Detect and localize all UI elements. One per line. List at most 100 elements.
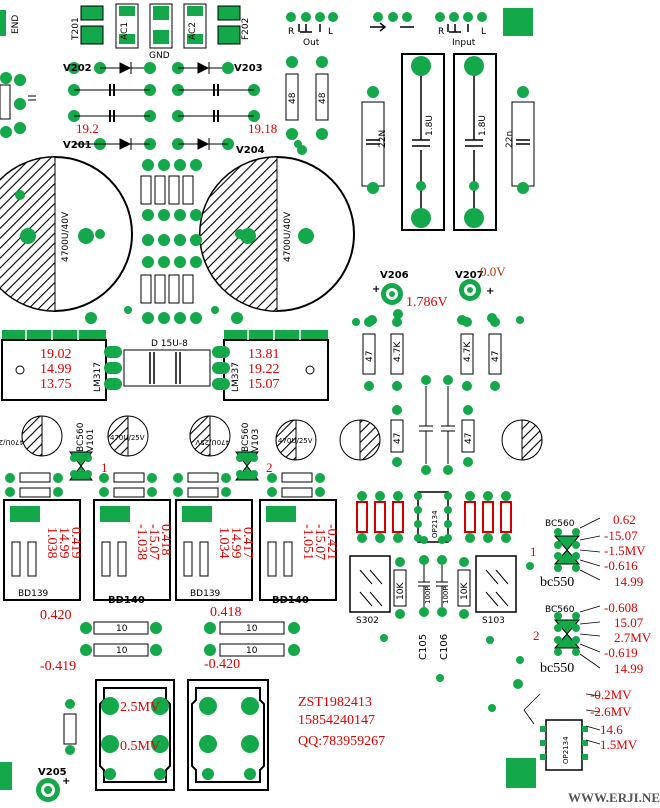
note-op-3: 14.6 [600, 722, 623, 737]
plus-v205: + [62, 776, 70, 787]
plus-v207: + [486, 286, 494, 297]
switch-s302 [349, 555, 391, 613]
note-v206: 1.786V [406, 295, 448, 310]
label-r10-c: 10 [246, 624, 258, 634]
label-t201: T201 [71, 17, 81, 41]
label-v207: V207 [455, 270, 484, 281]
note-q4-a: -0.421 [324, 524, 339, 560]
resistor-10k-right [457, 557, 471, 619]
mark-1-right: 1 [530, 544, 537, 559]
film-capacitors [401, 53, 497, 231]
label-small-b: 470U/25V [110, 434, 145, 442]
speaker-terminal-right [187, 679, 269, 791]
misc-pads [380, 562, 534, 712]
label-ac1: AC1 [120, 22, 130, 40]
speaker-terminal-left [95, 679, 175, 791]
note-g2-4: -0.619 [604, 645, 638, 660]
label-v201: V201 [63, 140, 92, 151]
label-s302: S302 [356, 616, 379, 626]
label-r48-a: 48 [288, 92, 298, 104]
label-v204: V204 [236, 145, 265, 156]
note-v207: 0.0V [480, 264, 506, 279]
note-g1-4: -0.616 [604, 558, 638, 573]
mark-2-left: 2 [266, 460, 273, 475]
label-r10-b: 10 [116, 646, 128, 656]
note-q4-b: -15.07 [312, 524, 327, 560]
label-r47k-b: 4.7K [463, 341, 473, 362]
note-lm337-2: 19.22 [248, 362, 280, 377]
label-cap-right: 4700U/40V [283, 211, 293, 262]
label-v202: V202 [63, 63, 92, 74]
note-q3-c: 1.034 [216, 527, 231, 559]
output-connector [286, 12, 338, 33]
label-v206: V206 [380, 270, 409, 281]
note-lm337-3: 15.07 [248, 377, 280, 392]
label-lm317: LM317 [93, 362, 103, 392]
label-100p-b: 100P [442, 586, 450, 604]
note-g2-5: 14.99 [614, 661, 643, 676]
label-out-l: L [328, 27, 333, 37]
note-q1-a: 0.419 [68, 527, 83, 559]
filter-capacitor-left [0, 156, 133, 312]
bias-resistors [5, 472, 325, 498]
note-g2-2: 15.07 [614, 615, 644, 630]
label-end: END [11, 15, 21, 34]
capacitor-22n-left [361, 86, 385, 194]
note-q4-c: -1.051 [300, 524, 315, 560]
plus-v206: + [372, 284, 380, 295]
corner-pad-top-right [503, 8, 533, 36]
label-v203: V203 [234, 63, 263, 74]
note-r-mid-top: 0.418 [210, 605, 242, 620]
mid-pads [85, 229, 245, 324]
label-1uf-b: 1.8U [478, 115, 488, 136]
note-v-left1: 19.2 [76, 121, 99, 136]
note-lm317-3: 13.75 [40, 377, 72, 392]
output-resistors [285, 56, 329, 148]
note-g1-3: -1.5MV [604, 543, 646, 558]
note-lm317-2: 14.99 [40, 362, 72, 377]
label-22n-left: 22N [378, 130, 388, 148]
label-out-r: R [288, 27, 294, 37]
label-bc560-a: BC560 [76, 422, 86, 452]
bridge-pads [104, 346, 230, 390]
note-q1-b: 14.99 [56, 527, 71, 559]
label-r47-c: 47 [393, 433, 403, 444]
label-r10-a: 10 [116, 624, 128, 634]
label-s103: S103 [482, 616, 505, 626]
label-f202: F202 [241, 18, 251, 40]
label-small-c: 470U/25V [195, 438, 230, 446]
label-r47-b: 47 [491, 351, 501, 362]
label-r47-d: 47 [464, 433, 474, 444]
label-r48-b: 48 [318, 92, 328, 104]
output-transistor-bd139-b [175, 499, 253, 601]
contact-line-1: ZST1982413 [298, 695, 372, 710]
label-out: Out [303, 38, 320, 48]
label-bd139-a: BD139 [18, 589, 49, 599]
note-v-right1: 19.18 [248, 121, 277, 136]
note-g1-2: -15.07 [604, 528, 638, 543]
label-gnd: GND [149, 51, 170, 61]
note-op-1: -0.2MV [590, 687, 632, 702]
note-r-mid-bot: -0.420 [204, 657, 240, 672]
label-10k-right: 10K [460, 582, 470, 600]
label-bc560-r2: BC560 [545, 605, 575, 615]
opamp-small [523, 693, 601, 771]
transistor-v101 [68, 451, 94, 481]
label-v101: V101 [86, 429, 96, 452]
switch-s103 [475, 555, 517, 613]
label-bd139-b: BD139 [190, 589, 221, 599]
corner-pad-bottom-right [506, 758, 536, 788]
regulator-lm337 [223, 330, 329, 401]
label-bd140-b: BD140 [272, 595, 309, 606]
note-q2-b: -15.07 [146, 524, 161, 560]
small-capacitors-left [21, 415, 317, 461]
led-v205 [36, 699, 77, 802]
note-q3-a: 0.417 [240, 527, 255, 559]
label-lm337: LM337 [231, 362, 241, 392]
note-g1-1: 0.62 [613, 512, 636, 527]
corner-pad-bottom-left [0, 762, 12, 790]
capacitor-22n-right [511, 86, 535, 194]
note-q1-c: 1.038 [44, 527, 59, 559]
note-g1-5: 14.99 [614, 574, 643, 589]
